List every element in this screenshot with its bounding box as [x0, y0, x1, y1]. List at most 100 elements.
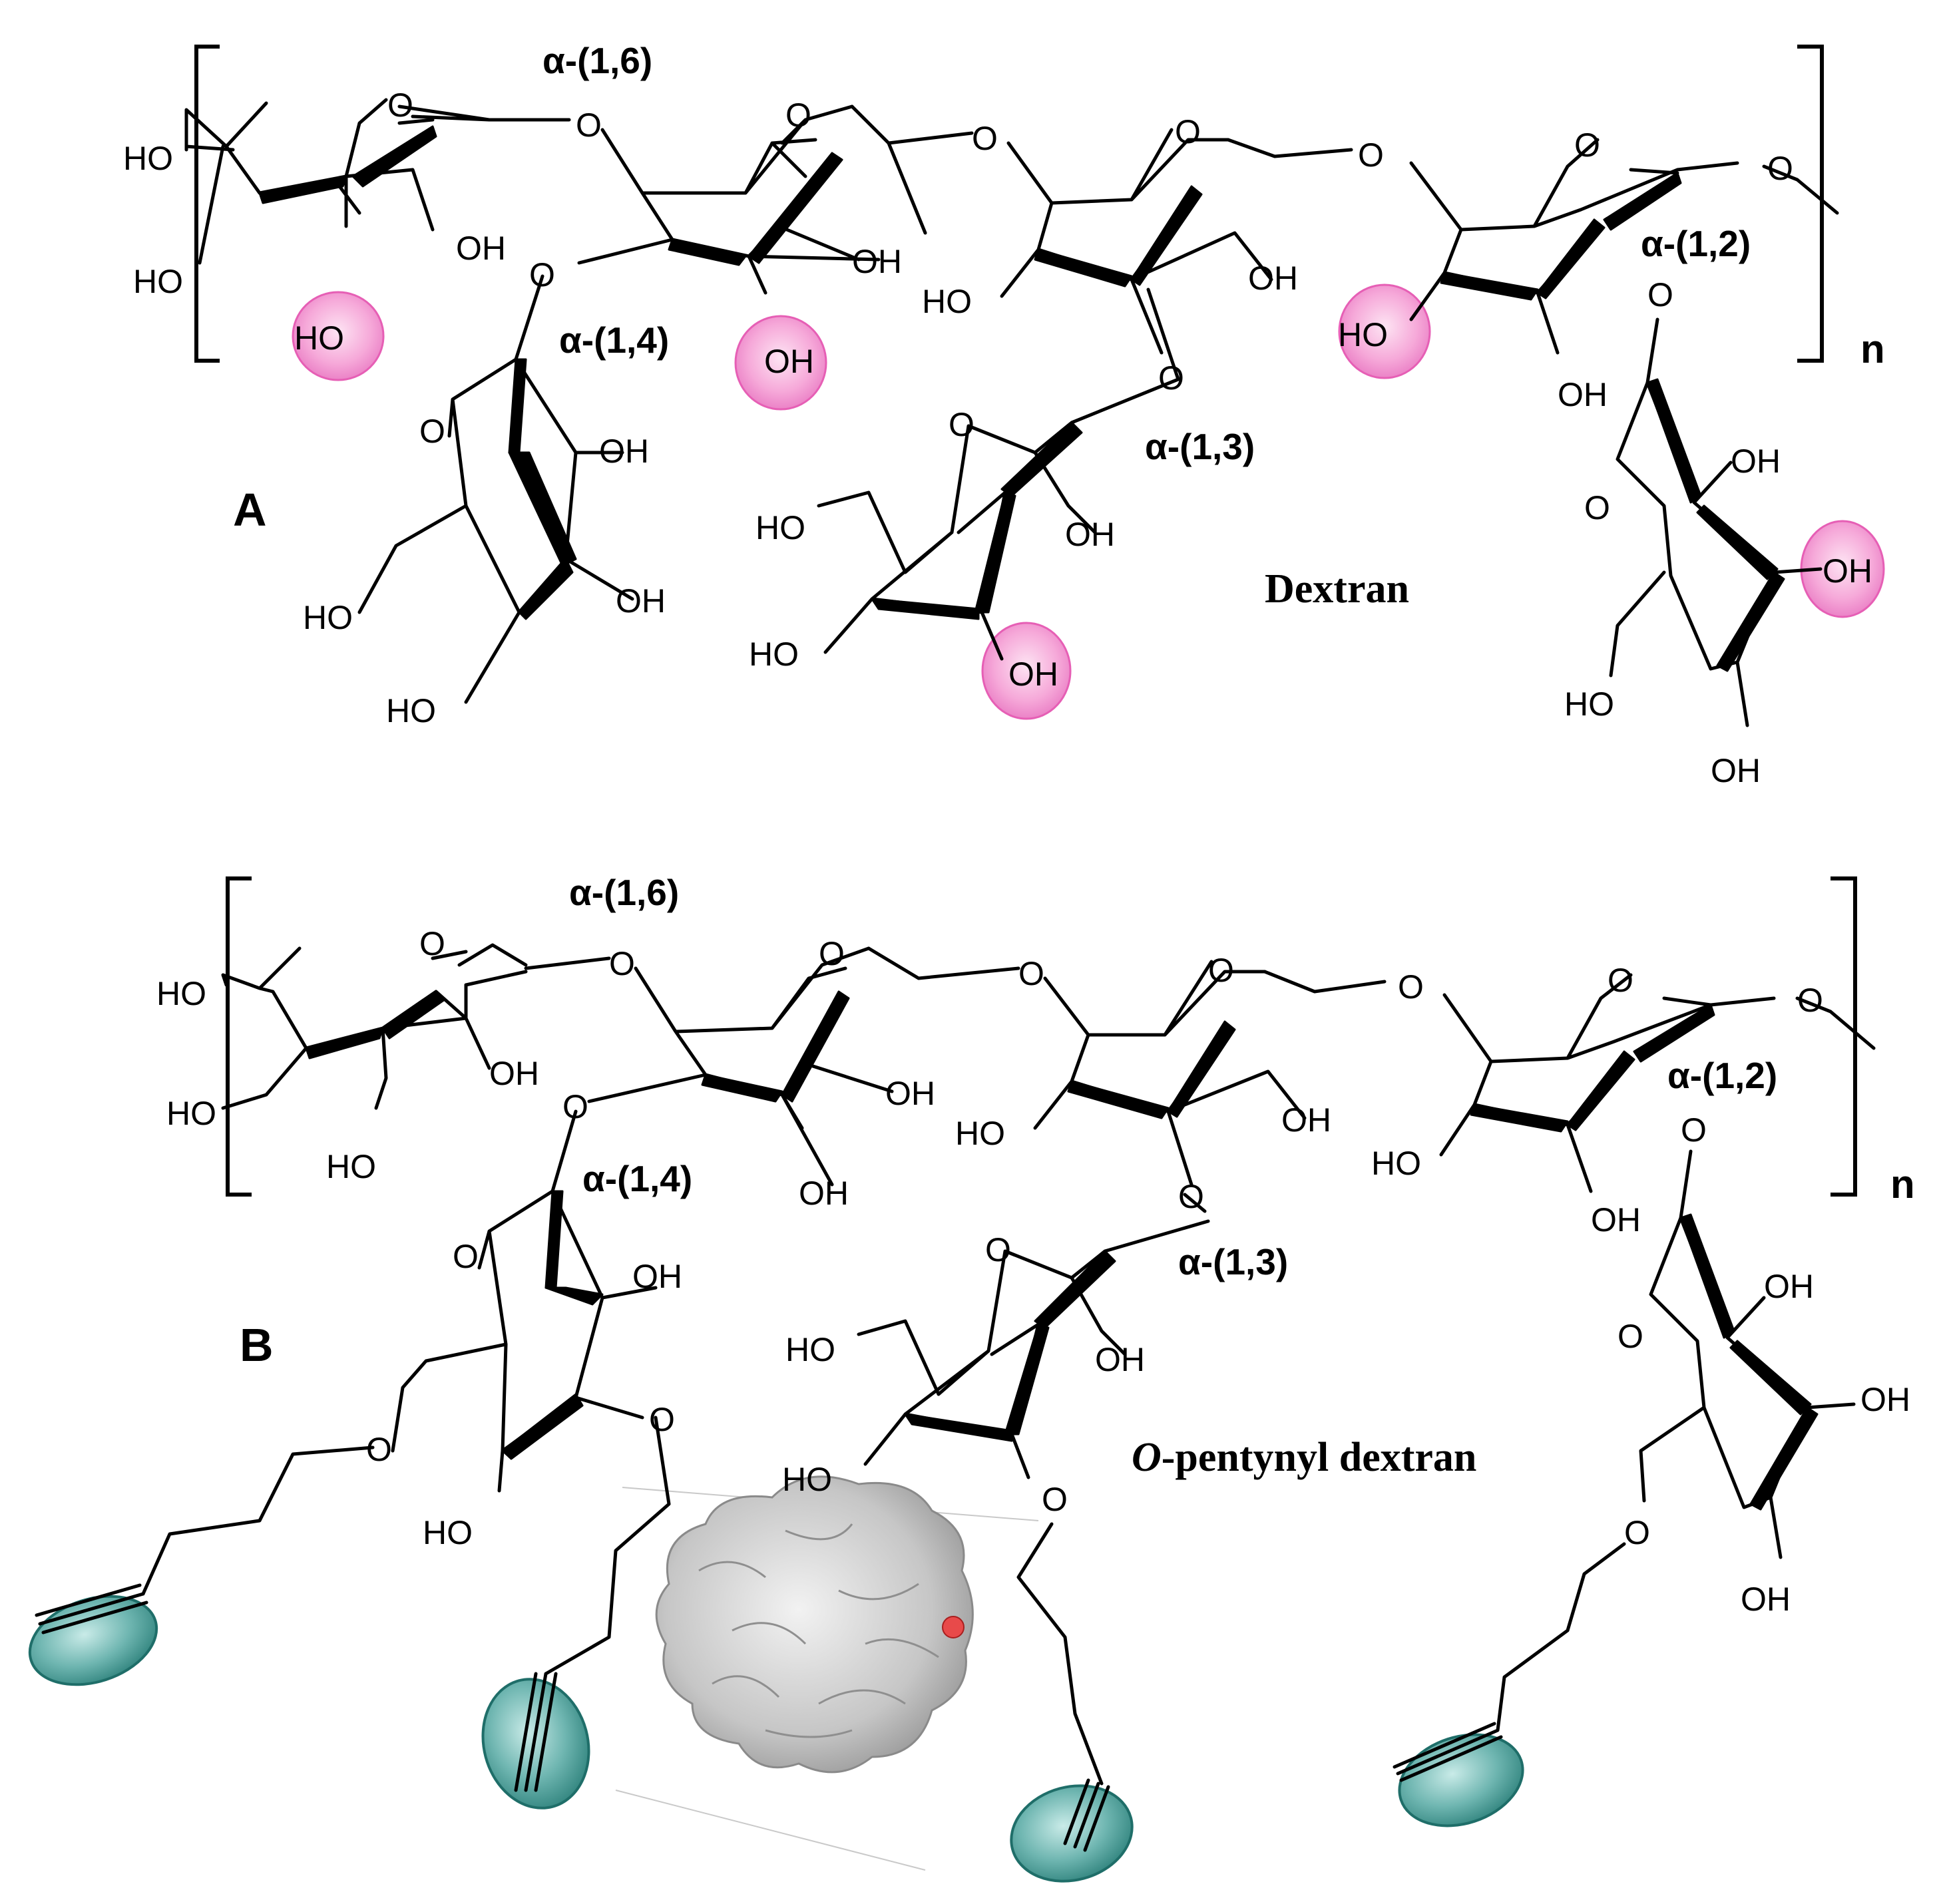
branch-ring-1-4 — [35, 1109, 671, 1792]
hydroxyl-label: HO — [123, 140, 173, 177]
panel-b: O O O O O O O O O O O O O O O O O O HO H… — [28, 872, 1915, 1883]
hydroxyl-label: HO — [166, 1095, 216, 1132]
branch-ring-1-4 — [357, 274, 634, 704]
glycosidic-oxygen: O — [609, 945, 635, 982]
hydroxyl-label: OH — [1711, 752, 1761, 789]
ring-oxygen: O — [1608, 962, 1633, 999]
repeat-unit-n: n — [1860, 327, 1885, 371]
hydroxyl-label: OH — [1860, 1381, 1910, 1418]
repeat-bracket-right — [1831, 876, 1857, 1197]
glucose-ring — [587, 946, 1020, 1187]
repeat-bracket-left — [194, 45, 220, 363]
hydroxyl-label: HO — [386, 692, 436, 729]
hydroxyl-label: HO — [294, 319, 344, 357]
glycosidic-oxygen: O — [529, 256, 555, 293]
linkage-label-1-4: α-(1,4) — [559, 319, 669, 361]
hydroxyl-label: HO — [1371, 1145, 1421, 1182]
ether-oxygen: O — [1624, 1514, 1650, 1551]
ether-oxygen: O — [366, 1431, 392, 1468]
glycosidic-oxygen: O — [1398, 968, 1424, 1006]
hydroxyl-label: OH — [1741, 1581, 1791, 1618]
glucose-ring — [1439, 973, 1876, 1193]
hydroxyl-label: OH — [599, 433, 649, 470]
hydroxyl-label: HO — [156, 975, 206, 1012]
hydroxyl-label: OH — [1095, 1341, 1145, 1378]
pink-hydroxyl-highlight-icon — [292, 284, 1885, 720]
glycosidic-oxygen: O — [1358, 136, 1384, 174]
hydroxyl-label: OH — [489, 1055, 539, 1092]
hydroxyl-label: HO — [303, 599, 353, 636]
branch-ring-1-2 — [1393, 1149, 1856, 1782]
glucose-ring — [1033, 960, 1387, 1187]
compound-name-pentynyl-dextran: O-pentynyl dextran — [1132, 1435, 1476, 1480]
hydroxyl-label: OH — [1248, 260, 1298, 297]
ether-oxygen: O — [1042, 1481, 1068, 1518]
hydroxyl-label: HO — [782, 1461, 832, 1498]
glucose-ring — [221, 943, 611, 1110]
panel-label-b: B — [240, 1319, 274, 1371]
hydroxyl-label: HO — [423, 1514, 473, 1551]
glycosidic-oxygen: O — [1647, 276, 1673, 313]
hydroxyl-label: HO — [1564, 685, 1614, 723]
ring-oxygen: O — [419, 925, 445, 962]
hydroxyl-label: OH — [1731, 443, 1781, 480]
hydroxyl-label: OH — [456, 230, 506, 267]
ring-oxygen: O — [387, 87, 413, 124]
linkage-label-1-2: α-(1,2) — [1641, 223, 1751, 264]
glycosidic-oxygen: O — [1178, 1178, 1204, 1215]
hydroxyl-label: HO — [326, 1148, 376, 1185]
ring-oxygen: O — [1618, 1318, 1643, 1355]
hydroxyl-label: HO — [749, 636, 799, 673]
compound-name-rest: -pentynyl dextran — [1162, 1435, 1477, 1480]
panel-a: O O O O O O O O O O O O O O HO HO OH HO … — [123, 40, 1885, 789]
repeat-unit-n: n — [1890, 1162, 1915, 1207]
ring-oxygen: O — [1175, 113, 1201, 150]
glycosidic-oxygen: O — [576, 106, 602, 144]
branch-ring-1-3 — [857, 1193, 1210, 1852]
glucose-ring — [184, 98, 571, 265]
ring-oxygen: O — [1574, 126, 1600, 164]
protein-surface-icon — [615, 1475, 1039, 1871]
compound-name-dextran: Dextran — [1265, 566, 1409, 612]
glycosidic-oxygen: O — [562, 1088, 588, 1125]
linkage-label-1-6: α-(1,6) — [569, 872, 679, 913]
ring-oxygen: O — [785, 96, 811, 134]
glycosidic-oxygen: O — [1158, 359, 1184, 397]
linkage-label-1-4: α-(1,4) — [582, 1158, 692, 1199]
hydroxyl-label: OH — [852, 243, 902, 280]
compound-name-italic-o: O — [1132, 1435, 1162, 1480]
ring-oxygen: O — [1584, 489, 1610, 526]
branch-ring-1-3 — [817, 287, 1180, 661]
glucose-ring — [1409, 138, 1839, 355]
hydroxyl-label: OH — [632, 1258, 682, 1295]
ring-oxygen: O — [453, 1238, 479, 1275]
hydroxyl-label: OH — [764, 343, 814, 380]
hydroxyl-label: OH — [1065, 516, 1115, 553]
repeat-bracket-left — [226, 876, 252, 1197]
branch-ring-1-2 — [1609, 317, 1823, 727]
linkage-label-1-6: α-(1,6) — [542, 40, 652, 81]
glycosidic-oxygen: O — [1797, 982, 1823, 1019]
hydroxyl-label: OH — [1764, 1268, 1814, 1305]
hydroxyl-label: OH — [1558, 376, 1608, 413]
glycosidic-oxygen: O — [972, 120, 998, 157]
hydroxyl-label: OH — [1281, 1101, 1331, 1139]
glucose-ring — [577, 104, 974, 295]
glucose-ring — [1000, 128, 1353, 355]
panel-label-a: A — [233, 484, 267, 536]
glycosidic-oxygen: O — [1767, 150, 1793, 187]
ring-oxygen: O — [1208, 952, 1234, 989]
linkage-label-1-3: α-(1,3) — [1178, 1241, 1288, 1282]
linkage-label-1-2: α-(1,2) — [1667, 1055, 1777, 1096]
hydroxyl-label: OH — [885, 1075, 935, 1112]
ring-oxygen: O — [949, 406, 974, 443]
hydroxyl-label: OH — [1591, 1201, 1641, 1238]
ring-oxygen: O — [819, 935, 845, 972]
hydroxyl-label: OH — [1823, 552, 1872, 590]
hydroxyl-label: HO — [756, 509, 805, 546]
hydroxyl-label: HO — [133, 263, 183, 300]
ether-oxygen: O — [649, 1401, 675, 1438]
hydroxyl-label: HO — [922, 283, 972, 320]
